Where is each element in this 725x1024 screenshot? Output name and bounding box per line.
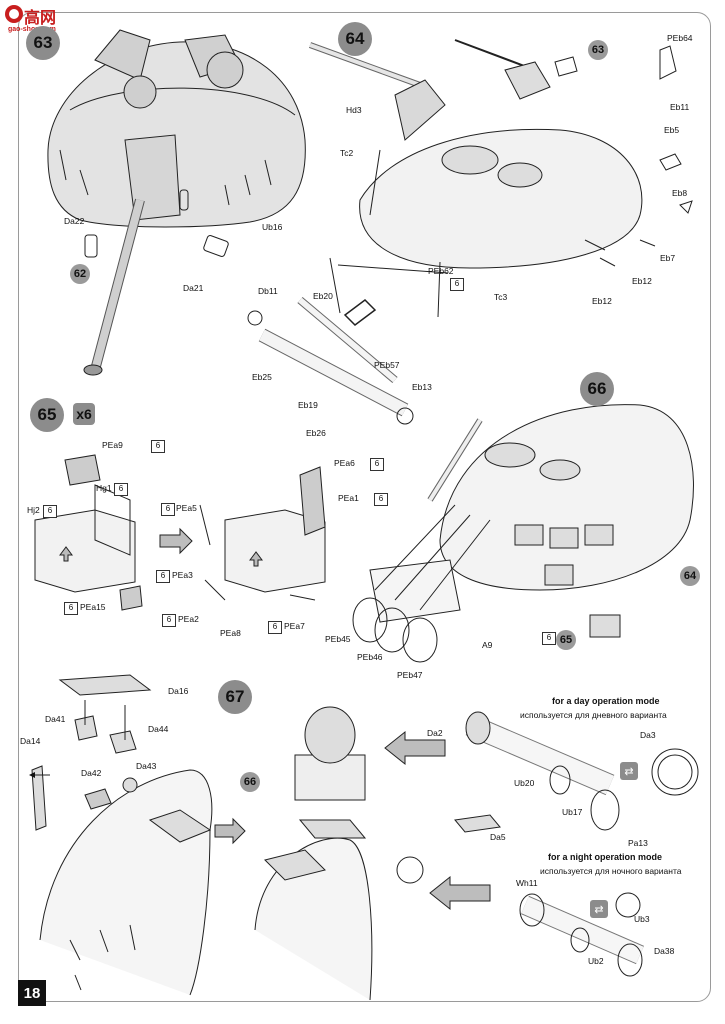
part-label-wh11: Wh11 bbox=[516, 878, 538, 888]
ref-65-badge: 65 bbox=[556, 630, 576, 650]
part-label-eb19: Eb19 bbox=[298, 400, 318, 410]
part-label-ub3: Ub3 bbox=[634, 914, 650, 924]
step-64-badge: 64 bbox=[338, 22, 372, 56]
part-label-peb47: PEb47 bbox=[397, 670, 423, 680]
turret-step-64 bbox=[308, 39, 693, 318]
part-label-da42: Da42 bbox=[81, 768, 102, 778]
step-67-badge: 67 bbox=[218, 680, 252, 714]
part-label-da14: Da14 bbox=[20, 736, 41, 746]
part-label-eb13: Eb13 bbox=[412, 382, 432, 392]
ref-63-badge: 63 bbox=[588, 40, 608, 60]
part-label-eb25: Eb25 bbox=[252, 372, 272, 382]
ref-66-badge: 66 bbox=[240, 772, 260, 792]
part-label-pea3: PEa3 bbox=[172, 570, 193, 580]
ref-62-badge: 62 bbox=[70, 264, 90, 284]
part-label-peb62: PEb62 bbox=[428, 266, 454, 276]
part-label-eb12-left: Eb12 bbox=[592, 296, 612, 306]
etched-part-marker: 6 bbox=[268, 621, 282, 634]
etched-part-marker: 6 bbox=[370, 458, 384, 471]
part-label-pea6: PEa6 bbox=[334, 458, 355, 468]
part-label-da41: Da41 bbox=[45, 714, 66, 724]
part-label-ub20: Ub20 bbox=[514, 778, 535, 788]
etched-part-marker: 6 bbox=[64, 602, 78, 615]
ref-64-badge: 64 bbox=[680, 566, 700, 586]
watermark-text: 高网 bbox=[24, 10, 57, 27]
page-number: 18 bbox=[18, 980, 46, 1006]
part-label-pea8: PEa8 bbox=[220, 628, 241, 638]
turret-step-66 bbox=[352, 404, 694, 663]
day-mode-caption: for a day operation mode bbox=[552, 696, 660, 706]
turret-step-63 bbox=[47, 29, 306, 376]
part-label-pea15: PEa15 bbox=[80, 602, 106, 612]
night-mode-caption-ru: используется для ночного варианта bbox=[540, 866, 682, 876]
step-66-badge: 66 bbox=[580, 372, 614, 406]
part-label-db11: Db11 bbox=[258, 286, 278, 296]
watermark-logo-icon bbox=[5, 5, 23, 23]
tube-subassembly bbox=[247, 296, 414, 425]
part-label-da38: Da38 bbox=[654, 946, 675, 956]
night-mode-caption: for a night operation mode bbox=[548, 852, 662, 862]
part-label-da44: Da44 bbox=[148, 724, 169, 734]
part-label-pea5: PEa5 bbox=[176, 503, 197, 513]
page-frame bbox=[18, 12, 711, 1002]
part-label-a9: A9 bbox=[482, 640, 493, 650]
part-label-eb12-right: Eb12 bbox=[632, 276, 652, 286]
part-label-pea2: PEa2 bbox=[178, 614, 199, 624]
part-label-pea9: PEa9 bbox=[102, 440, 123, 450]
part-label-eb5: Eb5 bbox=[664, 125, 680, 135]
part-label-peb45: PEb45 bbox=[325, 634, 351, 644]
etched-part-marker: 6 bbox=[156, 570, 170, 583]
part-label-da5: Da5 bbox=[490, 832, 506, 842]
part-label-ub17: Ub17 bbox=[562, 807, 583, 817]
part-label-da3: Da3 bbox=[640, 730, 656, 740]
cupola-step-67-right bbox=[254, 706, 699, 1001]
etched-part-marker: 6 bbox=[43, 505, 57, 518]
part-label-pea7: PEa7 bbox=[284, 621, 305, 631]
part-label-tc3: Tc3 bbox=[494, 292, 508, 302]
part-label-da43: Da43 bbox=[136, 761, 157, 771]
night-mode-swap-icon: ⇄ bbox=[590, 900, 608, 918]
etched-part-marker: 6 bbox=[450, 278, 464, 291]
part-label-eb11: Eb11 bbox=[670, 102, 690, 112]
etched-part-marker: 6 bbox=[161, 503, 175, 516]
stowage-box-assembly bbox=[34, 454, 326, 611]
etched-part-marker: 6 bbox=[162, 614, 176, 627]
part-label-peb57: PEb57 bbox=[374, 360, 400, 370]
part-label-hj2: Hj2 bbox=[27, 505, 40, 515]
part-label-ub16: Ub16 bbox=[262, 222, 283, 232]
etched-part-marker: 6 bbox=[374, 493, 388, 506]
quantity-multiplier: x6 bbox=[73, 403, 95, 425]
step-63-badge: 63 bbox=[26, 26, 60, 60]
part-label-hd3: Hd3 bbox=[346, 105, 362, 115]
day-mode-caption-ru: используется для дневного варианта bbox=[520, 710, 667, 720]
cupola-step-67-left bbox=[30, 674, 246, 996]
part-label-da21: Da21 bbox=[183, 283, 204, 293]
etched-part-marker: 6 bbox=[114, 483, 128, 496]
etched-part-marker: 6 bbox=[542, 632, 556, 645]
part-label-da2: Da2 bbox=[427, 728, 443, 738]
etched-part-marker: 6 bbox=[151, 440, 165, 453]
part-label-peb64: PEb64 bbox=[667, 33, 693, 43]
part-label-ub2: Ub2 bbox=[588, 956, 604, 966]
part-label-eb26: Eb26 bbox=[306, 428, 326, 438]
day-mode-swap-icon: ⇄ bbox=[620, 762, 638, 780]
step-65-badge: 65 bbox=[30, 398, 64, 432]
part-label-eb8: Eb8 bbox=[672, 188, 688, 198]
part-label-eb7: Eb7 bbox=[660, 253, 676, 263]
part-label-hg1: Hg1 bbox=[96, 483, 112, 493]
part-label-da16: Da16 bbox=[168, 686, 189, 696]
part-label-da22: Da22 bbox=[64, 216, 85, 226]
part-label-tc2: Tc2 bbox=[340, 148, 354, 158]
part-label-peb46: PEb46 bbox=[357, 652, 383, 662]
part-label-eb20: Eb20 bbox=[313, 291, 333, 301]
part-label-pea1: PEa1 bbox=[338, 493, 359, 503]
part-label-pa13: Pa13 bbox=[628, 838, 648, 848]
